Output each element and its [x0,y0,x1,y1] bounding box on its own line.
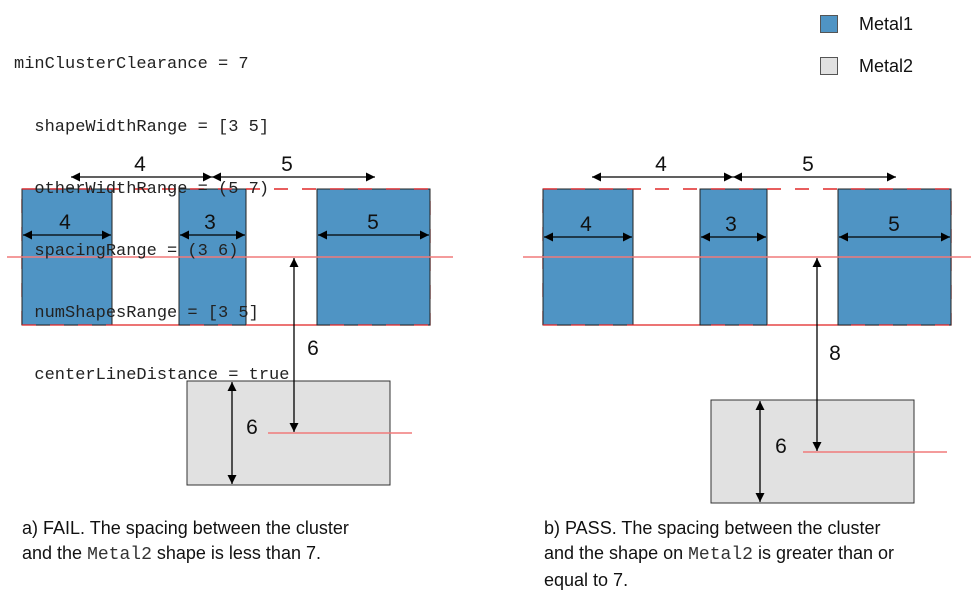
metal1-shape [542,188,634,326]
caption-b: b) PASS. The spacing between the cluster… [544,516,894,593]
param-line: shapeWidthRange = [3 5] [14,117,270,137]
clearance-label: 8 [829,342,841,365]
caption-text: and the shape on [544,543,689,563]
caption-line: equal to 7. [544,570,629,590]
param-line: minClusterClearance = 7 [14,55,249,75]
caption-text: and the [22,543,88,563]
metal1-shape [316,188,431,326]
width-label: 5 [367,211,379,234]
diagram-b: 4 5 4 3 5 6 8 [523,153,971,504]
metal1-shape [837,188,952,326]
param-line: numShapesRange = [3 5] [14,303,259,323]
cluster-outline [542,188,952,326]
caption-line: and the shape on Metal2 is greater than … [544,541,894,568]
legend-item-metal1: Metal1 [820,14,913,34]
spacing-label: 4 [655,153,667,176]
rule-parameters: minClusterClearance = 7 shapeWidthRange … [14,14,289,407]
param-line: spacingRange = (3 6) [14,241,239,261]
metal2-swatch [820,57,838,75]
clearance-label: 6 [307,337,319,360]
caption-a: a) FAIL. The spacing between the cluster… [22,516,349,568]
caption-line: a) FAIL. The spacing between the cluster [22,518,349,538]
caption-line: and the Metal2 shape is less than 7. [22,541,349,568]
layer-name: Metal2 [87,545,152,565]
caption-line: b) PASS. The spacing between the cluster [544,518,881,538]
width-label: 5 [888,213,900,236]
width-label: 3 [725,213,737,236]
height-label: 6 [775,435,787,458]
legend-label: Metal2 [859,55,914,76]
metal2-shape [710,399,915,504]
caption-text: is greater than or [752,543,895,563]
metal1-swatch [820,15,838,33]
param-line: centerLineDistance = true [14,365,290,385]
width-label: 4 [580,213,592,236]
param-line: otherWidthRange = (5 7) [14,179,270,199]
spacing-label: 5 [802,153,814,176]
metal1-shape [699,188,768,326]
legend: Metal1 Metal2 [820,14,913,98]
height-label: 6 [246,416,258,439]
layer-name: Metal2 [688,545,753,565]
caption-text: shape is less than 7. [151,543,321,563]
legend-item-metal2: Metal2 [820,56,913,76]
legend-label: Metal1 [859,13,914,34]
